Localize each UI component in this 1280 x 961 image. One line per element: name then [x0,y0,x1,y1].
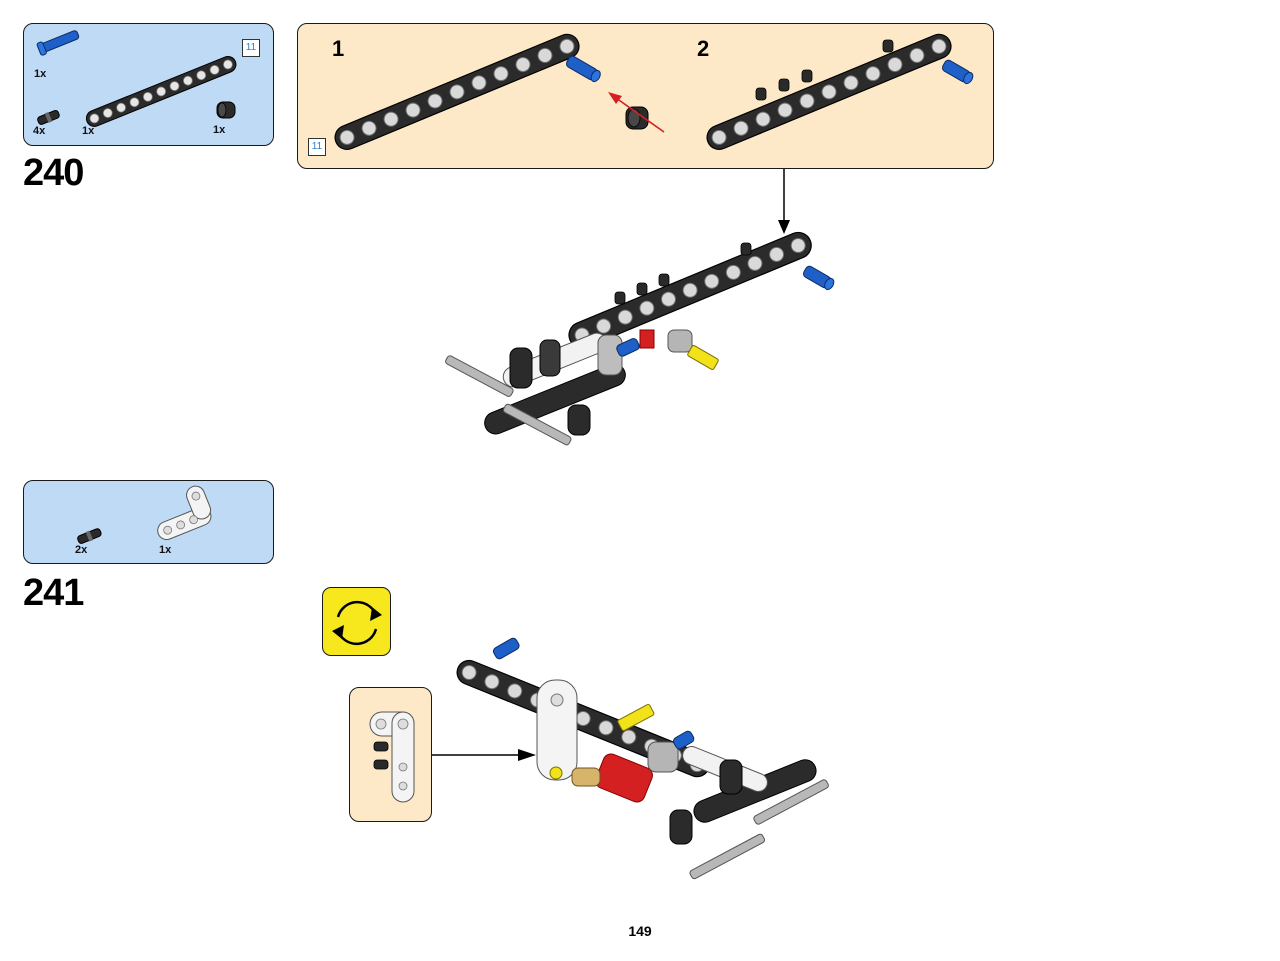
part-qty: 1x [82,125,95,137]
bush-icon [216,101,236,119]
grey-axle-connector-icon [667,329,693,353]
substep-number-1: 1 [332,36,345,61]
beam-length-badge: 11 [242,39,260,57]
blue-pin-icon [672,730,695,750]
black-pin-icon [614,242,752,305]
page-number: 149 [628,923,652,939]
black-pin-icon [755,39,894,101]
blue-pin-icon [941,59,974,85]
parts-list-step-240: 1x 4x 1x 1x 11 [23,23,274,146]
black-pin-icon [37,110,60,125]
parts-list-step-241: 2x 1x [23,480,274,564]
grey-axle-connector-icon [647,741,679,773]
beam-length-badge: 11 [308,138,326,156]
tan-pin-icon [571,767,601,787]
beam-11-icon [85,55,237,127]
step-number-241: 241 [23,572,84,614]
chassis-frame [669,746,817,845]
yellow-axle-icon [617,704,655,732]
rotate-model-icon [322,587,391,656]
blue-pin-icon [565,55,601,83]
part-qty: 4x [33,125,46,137]
beam-11-icon [706,33,952,151]
yellow-axle-icon [687,345,719,370]
white-liftarm-icon [369,711,415,803]
substep-box: 1 2 11 [297,23,994,169]
grey-axle-icon [445,355,572,446]
red-connector-icon [595,753,653,803]
parts-list-240-illustrations [36,30,237,127]
chassis-frame [484,329,655,436]
white-liftarm-icon [536,679,578,781]
parts-list-241-illustrations [77,485,212,544]
part-qty: 1x [159,544,172,556]
substep-illustrations [334,33,974,151]
substep-number-2: 2 [697,36,710,61]
beam-11-icon [568,231,812,349]
blue-pin-icon [36,30,80,56]
insert-arrow-icon [608,92,665,133]
bush-icon [625,106,649,130]
part-qty: 2x [75,544,88,556]
sub-assembly-callout [349,687,432,822]
part-qty: 1x [213,124,226,136]
grey-axle-icon [689,779,829,880]
beam-11-icon [334,33,580,151]
part-qty: 1x [34,68,47,80]
blue-pin-icon [492,637,520,660]
black-pin-icon [77,528,102,544]
step-number-240: 240 [23,152,84,194]
blue-pin-icon [802,265,835,291]
white-liftarm-icon [157,485,212,541]
blue-pin-icon [616,338,640,357]
